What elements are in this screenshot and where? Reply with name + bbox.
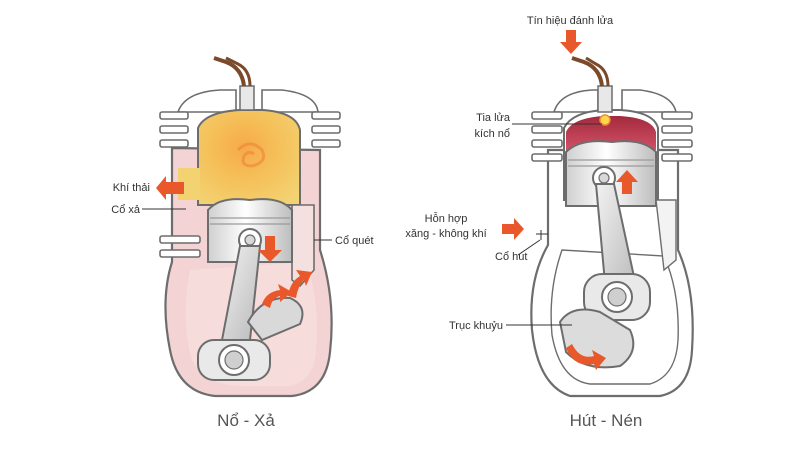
intake-arrow-icon [502,218,524,240]
scavenge-arrow-2-icon [288,270,312,298]
piston-up-arrow-icon [616,170,638,194]
left-big-end [197,339,271,381]
right-engine: Tín hiệu đánh lửa Tia lửa kích nổ Hỗn hợ… [405,15,694,430]
left-crankshaft [246,296,304,342]
label-scavenge-port: Cổ quét [335,235,374,247]
label-ignition-signal: Tín hiệu đánh lửa [527,15,614,27]
label-spark-line1: Tia lửa [476,112,511,124]
right-engine-caption: Hút - Nén [570,411,643,430]
right-spark-plug [597,85,613,113]
label-mixture-line1: Hỗn hợp [425,212,468,225]
label-exhaust-port: Cổ xả [111,204,141,216]
crank-rotation-arrow-icon [566,344,606,370]
ignition-arrow-icon [560,30,582,54]
right-head-fins [552,89,677,113]
label-exhaust-gas: Khí thải [113,182,150,194]
left-engine-caption: Nổ - Xả [217,411,275,430]
label-mixture-line2: xăng - không khí [405,228,486,240]
piston-down-arrow-icon [258,236,282,262]
left-combustion-chamber [197,109,301,206]
label-intake-port: Cổ hút [495,251,527,263]
spark-icon [599,114,611,126]
exhaust-arrow-icon [156,176,184,200]
right-big-end [583,273,651,321]
label-crankshaft: Trục khuỷu [449,320,503,332]
left-spark-plug [239,85,255,111]
scavenge-arrow-1-icon [262,284,292,308]
left-engine: Khí thải Cổ xả Cổ quét Nổ - Xả [111,56,374,430]
label-spark-line2: kích nổ [475,128,510,140]
